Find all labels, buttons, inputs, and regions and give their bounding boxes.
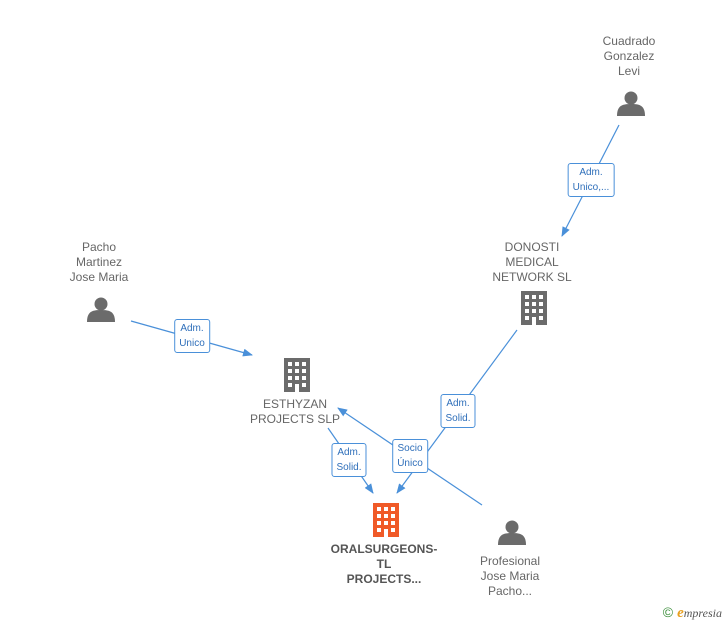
person-icon[interactable] <box>87 297 115 323</box>
edge-label-cuadrado-donosti: Adm. Unico,... <box>567 163 615 197</box>
node-label-pacho[interactable]: Pacho Martinez Jose Maria <box>69 240 129 284</box>
copyright-icon: © <box>662 604 674 620</box>
node-label-cuadrado[interactable]: Cuadrado Gonzalez Levi <box>602 34 656 78</box>
building-icon[interactable] <box>521 291 547 325</box>
node-label-oral[interactable]: ORALSURGEONS- TL PROJECTS... <box>330 542 438 586</box>
brand-watermark: ©empresia <box>663 604 722 622</box>
node-label-esthyzan[interactable]: ESTHYZAN PROJECTS SLP <box>249 397 341 426</box>
building-icon-focus[interactable] <box>373 503 399 537</box>
edge-label-donosti-oral: Adm. Solid. <box>440 394 476 428</box>
edge-label-profesional-oral: Socio Único <box>392 439 428 473</box>
edge-label-pacho-esthyzan: Adm. Unico <box>174 319 210 353</box>
node-label-profesional[interactable]: Profesional Jose Maria Pacho... <box>479 554 541 598</box>
node-label-donosti[interactable]: DONOSTI MEDICAL NETWORK SL <box>492 240 572 284</box>
edge-label-esthyzan-oral: Adm. Solid. <box>331 443 367 477</box>
person-icon[interactable] <box>617 91 645 117</box>
brand-initial: e <box>677 605 684 621</box>
building-icon[interactable] <box>284 358 310 392</box>
person-icon[interactable] <box>498 520 526 546</box>
brand-name: mpresia <box>683 606 722 620</box>
